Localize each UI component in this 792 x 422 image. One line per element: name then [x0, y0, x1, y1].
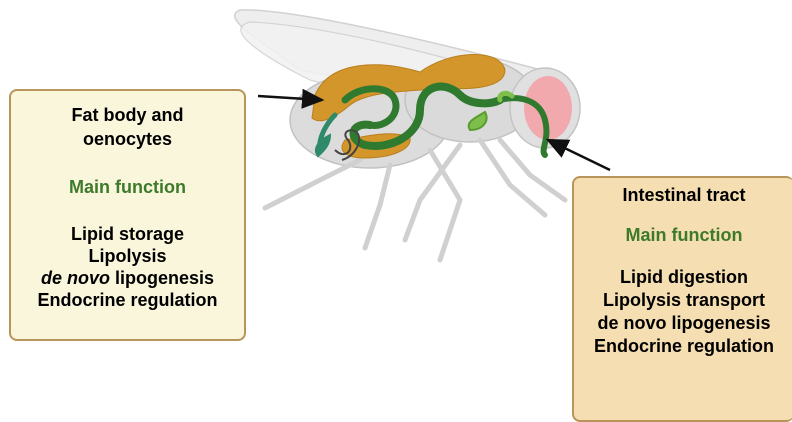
fat-body-item-lipolysis: Lipolysis — [11, 245, 244, 267]
intestinal-item-lipolysis-transport: Lipolysis transport — [574, 289, 792, 312]
intestinal-main-function-label: Main function — [574, 224, 792, 246]
fat-body-title-line1: Fat body and — [11, 103, 244, 127]
fat-body-main-function-label: Main function — [11, 176, 244, 198]
intestinal-tract-info-box: Intestinal tract Main function Lipid dig… — [572, 176, 792, 422]
intestinal-item-endocrine: Endocrine regulation — [574, 335, 792, 358]
intestinal-tract-title: Intestinal tract — [574, 184, 792, 206]
intestinal-item-lipogenesis: de novo lipogenesis — [574, 312, 792, 335]
fat-body-function-list: Lipid storage Lipolysis de novo lipogene… — [11, 223, 244, 311]
fat-body-item-lipogenesis: de novo lipogenesis — [11, 267, 244, 289]
fat-body-info-box: Fat body and oenocytes Main function Lip… — [9, 89, 246, 341]
fat-body-item-lipid-storage: Lipid storage — [11, 223, 244, 245]
de-novo-italic: de novo — [41, 268, 110, 288]
intestinal-function-list: Lipid digestion Lipolysis transport de n… — [574, 266, 792, 358]
fat-body-title-line2: oenocytes — [11, 127, 244, 151]
lipogenesis-text: lipogenesis — [110, 268, 214, 288]
arrow-to-gut — [548, 140, 610, 170]
fat-body-item-endocrine: Endocrine regulation — [11, 289, 244, 311]
intestinal-item-lipid-digestion: Lipid digestion — [574, 266, 792, 289]
